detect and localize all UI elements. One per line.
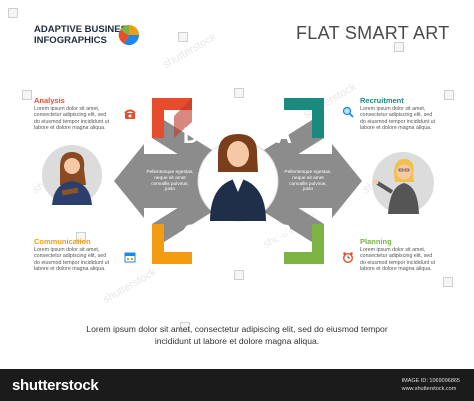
corner-square <box>394 42 404 52</box>
alarm-clock-icon <box>343 252 353 263</box>
diagram-letter-c: C <box>183 220 199 245</box>
diagram-arrow-left <box>114 144 206 218</box>
planning-title: Planning <box>360 237 392 246</box>
corner-square <box>444 90 454 100</box>
pie-chart-logo-icon <box>118 24 140 46</box>
analysis-title: Analysis <box>34 96 65 105</box>
recruitment-title: Recruitment <box>360 96 404 105</box>
corner-square <box>443 277 453 287</box>
diagram-corner-c <box>152 224 192 264</box>
header-brand: ADAPTIVE BUSINESS INFOGRAPHICS <box>34 24 133 46</box>
businesswoman-illustration <box>210 134 266 221</box>
stock-info: IMAGE ID: 1069096865 www.shutterstock.co… <box>402 377 460 393</box>
art-title: FLAT SMART ART <box>296 23 450 43</box>
corner-square <box>234 88 244 98</box>
magnifier-icon <box>342 106 354 118</box>
diagram-arrow-right <box>270 144 362 218</box>
stock-site: www.shutterstock.com <box>401 386 457 392</box>
diagram-corner-d-shade <box>174 98 192 138</box>
shutterstock-logo[interactable]: shutterstock <box>12 377 99 394</box>
left-arrow-text: Pellentesque egestas, neque sit amet con… <box>146 170 194 193</box>
image-id: IMAGE ID: 1069096865 <box>401 378 460 384</box>
diagram-letter-b: B <box>276 220 292 245</box>
header-line2: INFOGRAPHICS <box>34 35 107 46</box>
diagram-letter-a: A <box>276 123 292 148</box>
phone-icon <box>124 109 136 119</box>
header-line1: ADAPTIVE BUSINESS <box>34 24 134 35</box>
diagram-corner-a <box>284 98 324 138</box>
avatar-woman-reading <box>42 145 102 205</box>
communication-text: Lorem ipsum dolor sit amet, consectetur … <box>34 247 110 273</box>
corner-square <box>234 270 244 280</box>
stock-bar <box>0 369 474 401</box>
corner-square <box>178 32 188 42</box>
diagram-corner-b <box>284 224 324 264</box>
corner-square <box>76 232 86 242</box>
diagram-letter-d: D <box>183 123 199 148</box>
right-arrow-text: Pellentesque egestas, neque sit amet con… <box>284 170 332 193</box>
footer-text: Lorem ipsum dolor sit amet, consectetur … <box>60 323 414 347</box>
corner-square <box>8 8 18 18</box>
watermark: shutterstock <box>160 30 219 72</box>
footer-line2: incididunt ut labore et dolore magna ali… <box>154 336 320 346</box>
avatar-woman-presenting <box>372 152 434 214</box>
diagram <box>114 98 362 264</box>
planning-text: Lorem ipsum dolor sit amet, consectetur … <box>360 247 436 273</box>
recruitment-text: Lorem ipsum dolor sit amet, consectetur … <box>360 106 436 132</box>
analysis-text: Lorem ipsum dolor sit amet, consectetur … <box>34 106 110 132</box>
corner-square <box>180 322 190 332</box>
communication-title: Communication <box>34 237 91 246</box>
footer-line1: Lorem ipsum dolor sit amet, consectetur … <box>86 324 388 334</box>
calendar-icon <box>124 252 136 263</box>
corner-square <box>22 90 32 100</box>
